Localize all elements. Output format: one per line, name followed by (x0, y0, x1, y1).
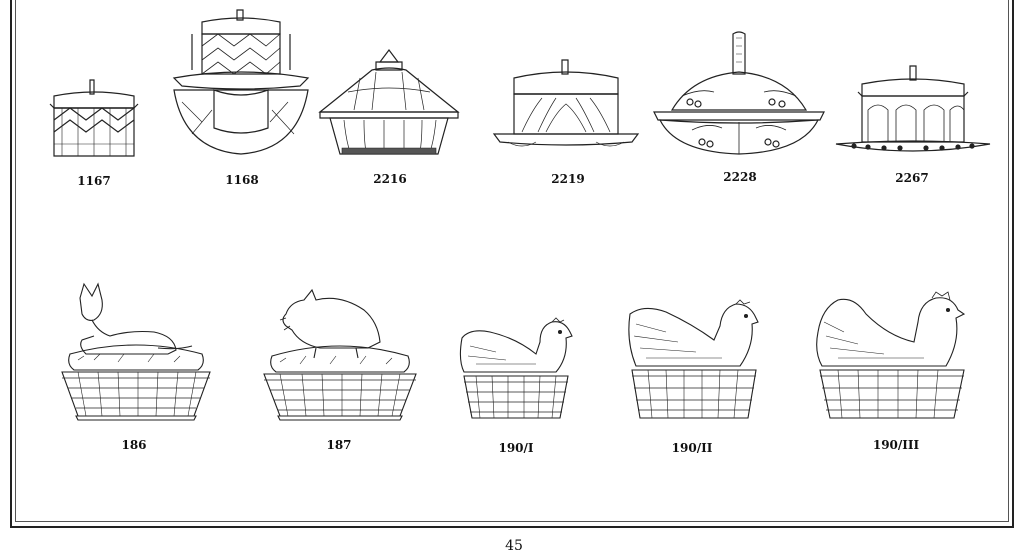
hen-on-basket-icon (814, 292, 970, 424)
item-number-2216: 2216 (373, 172, 407, 186)
item-number-190-ii: 190/II (671, 441, 713, 455)
catalog-item-186 (58, 280, 214, 422)
cherry-dish-icon (652, 30, 826, 156)
catalog-item-190-ii (626, 302, 762, 426)
catalog-item-187 (260, 286, 420, 422)
item-number-1168: 1168 (225, 173, 259, 187)
catalog-item-2228 (652, 30, 826, 156)
covered-bowl-icon (318, 48, 460, 160)
catalog-item-2219 (492, 60, 640, 160)
item-number-187: 187 (326, 438, 352, 452)
catalog-item-1168 (172, 10, 310, 156)
hen-on-basket-icon (626, 302, 762, 426)
covered-box-icon (48, 78, 140, 160)
catalog-item-190-i (456, 318, 576, 426)
butter-dish-icon (492, 60, 640, 160)
page-frame-outer (10, 0, 1014, 528)
item-number-190-iii: 190/III (872, 438, 920, 452)
item-number-1167: 1167 (77, 174, 111, 188)
page-number: 45 (505, 538, 523, 554)
item-number-186: 186 (121, 438, 147, 452)
item-number-2267: 2267 (895, 171, 929, 185)
page-frame-inner (15, 0, 1009, 522)
boar-on-basket-icon (260, 286, 420, 422)
catalog-item-1167 (48, 78, 140, 160)
hen-on-basket-icon (456, 318, 576, 426)
catalog-item-2216 (318, 48, 460, 160)
item-number-190-i: 190/I (498, 441, 534, 455)
catalog-item-2267 (834, 66, 992, 158)
fox-on-basket-icon (58, 280, 214, 422)
item-number-2228: 2228 (723, 170, 757, 184)
catalog-item-190-iii (814, 292, 970, 424)
covered-dish-icon (834, 66, 992, 158)
covered-dish-icon (172, 10, 310, 156)
item-number-2219: 2219 (551, 172, 585, 186)
